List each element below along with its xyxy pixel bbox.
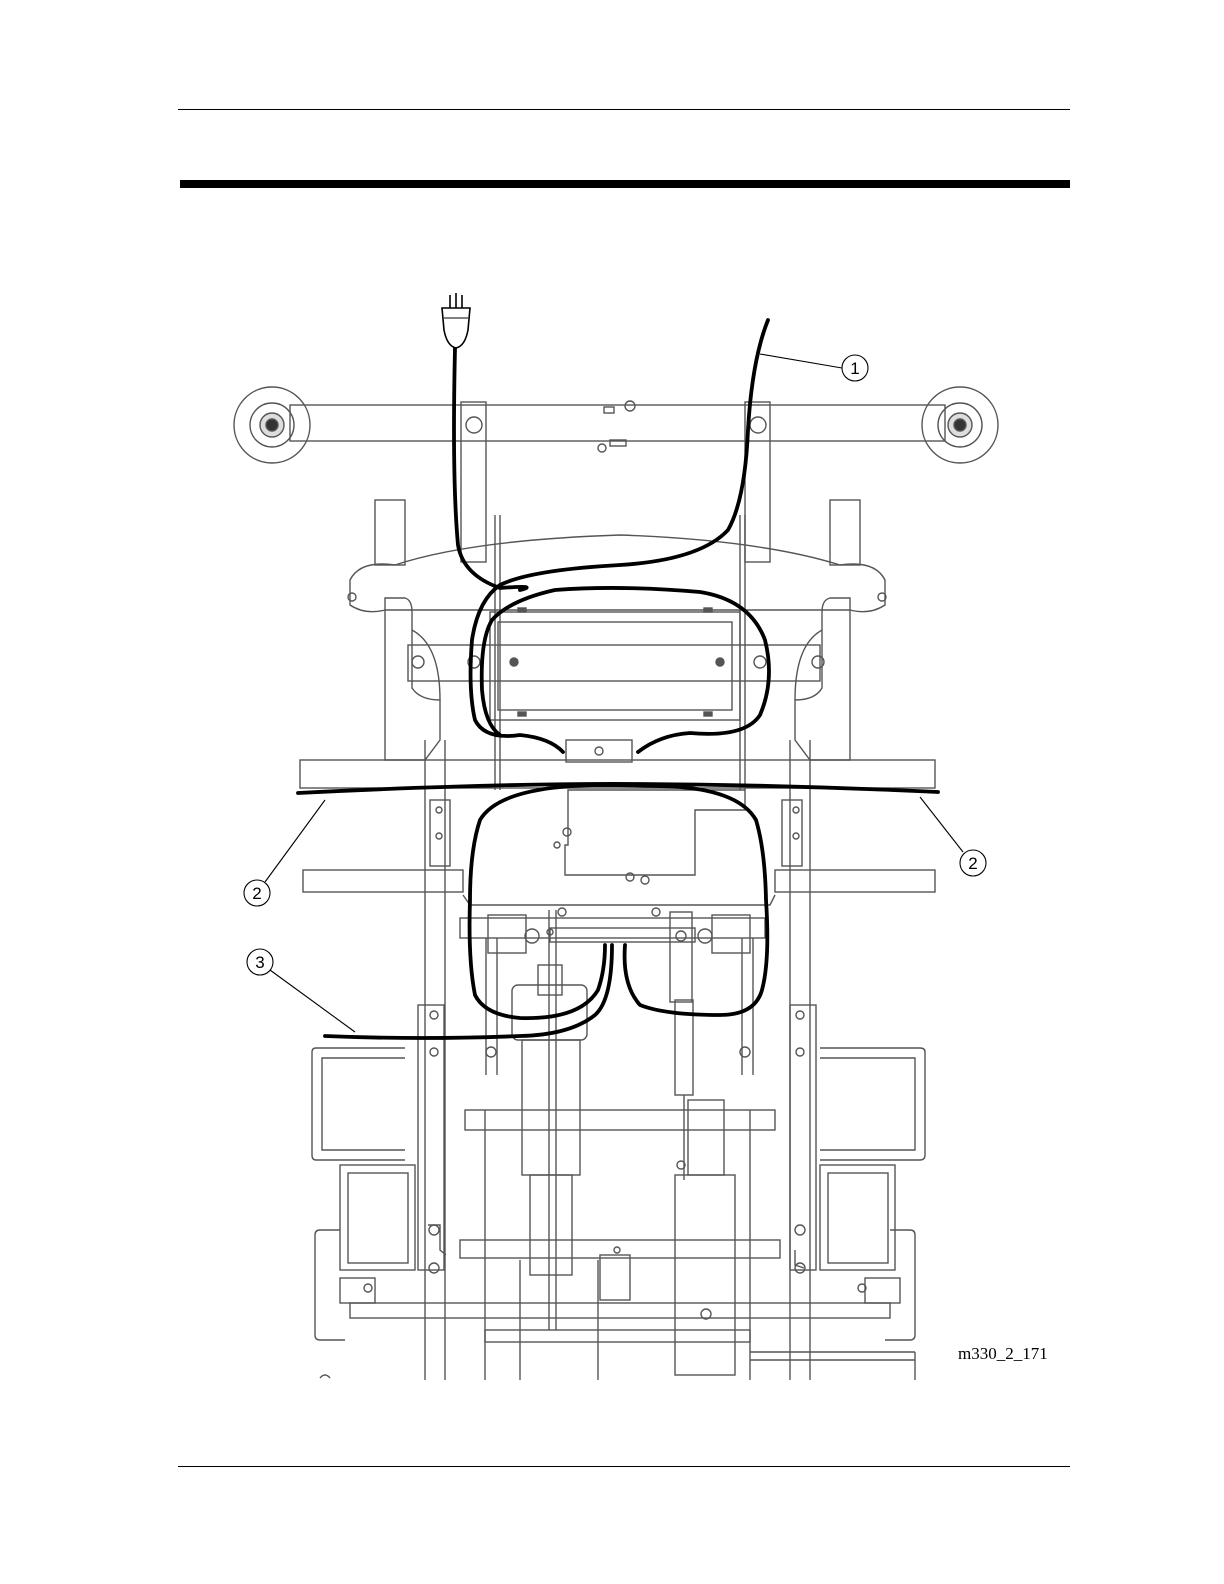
main-side-rails	[425, 740, 810, 1380]
foot-cross-bars	[350, 1110, 890, 1380]
callout-labels: 1 2 2 3	[252, 359, 977, 972]
caster-housings	[348, 500, 886, 612]
bed-frame-drawing	[234, 387, 998, 1380]
foot-end-brackets	[418, 1005, 816, 1273]
cable-routes	[298, 320, 938, 1038]
left-cross-plate	[303, 870, 463, 892]
figure-id: m330_2_171	[958, 1344, 1048, 1363]
callout-1-label: 1	[850, 359, 859, 378]
pivot-shaft	[460, 912, 765, 1075]
control-box	[490, 608, 740, 762]
power-cord	[454, 348, 527, 590]
callout-2-left-label: 2	[252, 884, 261, 903]
callout-3-label: 3	[255, 953, 264, 972]
callouts	[244, 354, 986, 1032]
callout-3-leader	[270, 970, 355, 1032]
callout-1-leader	[760, 354, 842, 368]
power-plug-icon	[442, 293, 470, 348]
right-cross-plate	[775, 870, 935, 892]
lift-actuators	[512, 910, 735, 1380]
actuator-mount-plate	[463, 790, 775, 916]
cable-2-loop	[325, 785, 767, 1038]
cable-1-route	[471, 320, 769, 752]
callout-2-right-label: 2	[968, 854, 977, 873]
callout-2-right-leader	[920, 797, 963, 852]
